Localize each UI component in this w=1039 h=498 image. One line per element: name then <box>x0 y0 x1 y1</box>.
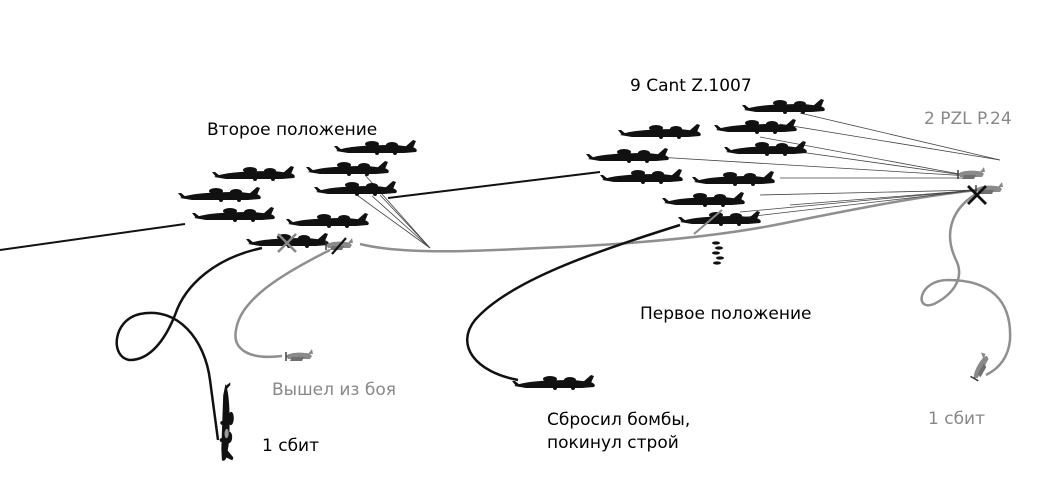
label-fighters: 2 PZL P.24 <box>924 109 1012 129</box>
falling-bombs-icon <box>712 241 724 265</box>
label-shot-down-right: 1 сбит <box>928 409 986 429</box>
bomber-formation-first-position <box>586 99 825 226</box>
label-bombers: 9 Cant Z.1007 <box>630 76 752 96</box>
label-second-position: Второе положение <box>207 120 378 140</box>
bomber-dive-slash <box>693 209 723 235</box>
label-dropped-bombs-line2: покинул строй <box>547 433 679 453</box>
label-shot-down-left: 1 сбит <box>262 436 320 456</box>
exited-fighter-silhouette-icon <box>285 348 314 362</box>
shot-down-cross-icon <box>967 185 987 205</box>
label-first-position: Первое положение <box>640 304 812 324</box>
dropped-bomber-track <box>465 223 681 382</box>
label-left-combat: Вышел из боя <box>272 380 396 400</box>
fighter-attack-track-grey <box>359 188 979 253</box>
shot-down-cross-icon <box>277 233 297 253</box>
bomber-left-formation-silhouette-icon <box>512 375 595 390</box>
downed-bomber-spiral-track <box>115 246 263 441</box>
downed-fighter-spiral-track <box>920 192 1012 377</box>
label-dropped-bombs-line1: Сбросил бомбы, <box>547 410 691 430</box>
fighter-silhouette-icon <box>325 237 354 255</box>
downed-bomber-silhouette-icon <box>219 382 237 462</box>
bomber-formation-second-position <box>178 140 417 248</box>
downed-fighter-silhouette-icon <box>967 350 993 382</box>
long-dark-course-line <box>0 171 601 251</box>
exited-fighter-track <box>234 248 331 359</box>
